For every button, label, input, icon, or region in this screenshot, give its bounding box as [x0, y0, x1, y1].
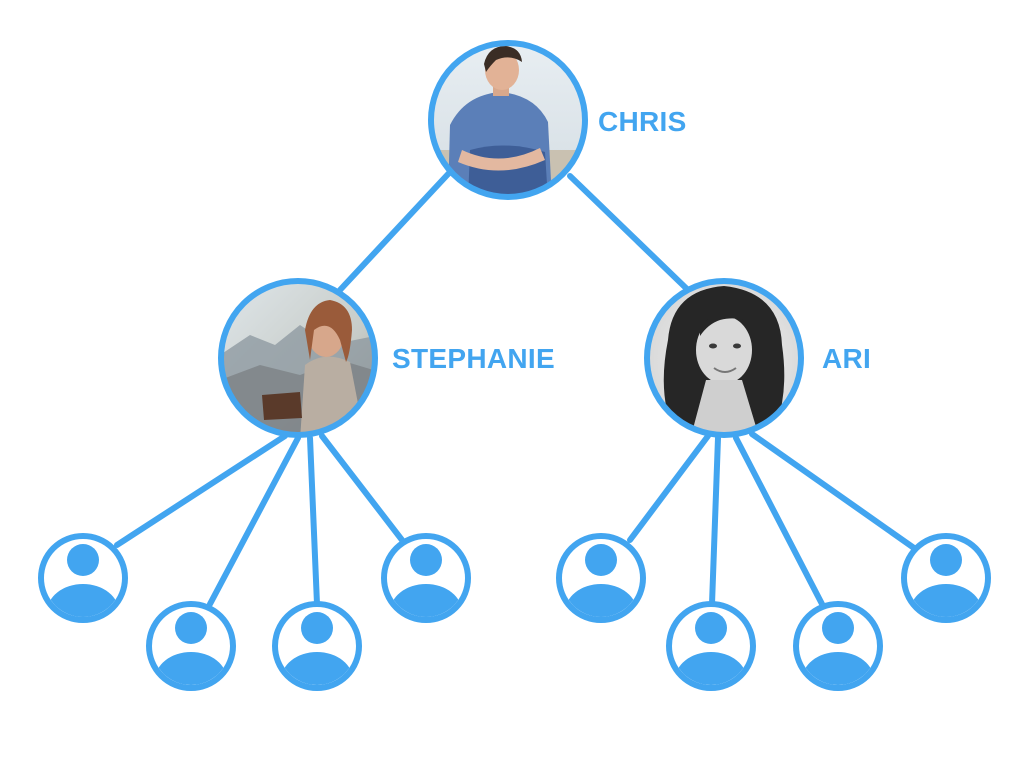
user-placeholder-icon[interactable] — [38, 533, 128, 640]
connector-ari-child-1 — [627, 433, 711, 543]
connector-ari-child-3 — [733, 435, 825, 607]
connector-chris-stephanie — [337, 169, 453, 293]
connector-stephanie-child-2 — [207, 435, 301, 607]
connector-chris-ari — [567, 173, 691, 293]
name-label-ari: ARI — [822, 343, 871, 374]
user-placeholder-icon[interactable] — [666, 601, 756, 708]
person-node-stephanie[interactable]: STEPHANIE — [218, 278, 555, 440]
user-placeholder-icon[interactable] — [556, 533, 646, 640]
user-placeholder-icon[interactable] — [272, 601, 362, 708]
connector-stephanie-child-3 — [307, 435, 320, 607]
name-label-stephanie: STEPHANIE — [392, 343, 555, 374]
photo-ari — [649, 283, 799, 433]
user-placeholder-icon[interactable] — [901, 533, 991, 640]
user-placeholder-icon[interactable] — [381, 533, 471, 640]
user-placeholder-icon[interactable] — [146, 601, 236, 708]
person-node-ari[interactable]: ARI — [644, 278, 871, 440]
connectors — [114, 169, 917, 607]
connector-ari-child-4 — [749, 431, 917, 551]
person-node-chris[interactable]: CHRIS — [428, 40, 687, 202]
connector-stephanie-child-1 — [114, 433, 288, 548]
connector-ari-child-2 — [709, 435, 721, 607]
name-label-chris: CHRIS — [598, 106, 687, 137]
user-placeholder-icon[interactable] — [793, 601, 883, 708]
connector-stephanie-child-4 — [319, 433, 405, 543]
